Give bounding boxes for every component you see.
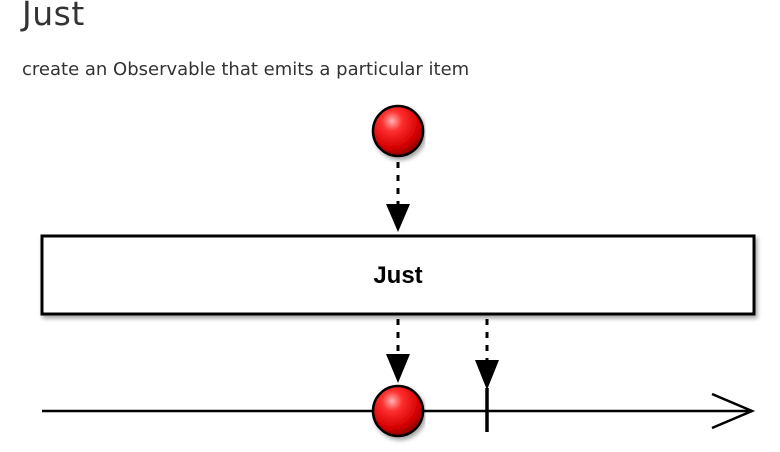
input-arrowhead xyxy=(386,204,410,232)
page-title: Just xyxy=(22,0,85,33)
input-item-marble xyxy=(371,104,425,158)
operator-box xyxy=(40,234,756,316)
output-item-marble xyxy=(371,384,425,438)
operator-label: Just xyxy=(373,262,422,289)
completion-arrowhead xyxy=(475,360,499,390)
emit-arrowhead xyxy=(386,354,410,383)
page-subtitle: create an Observable that emits a partic… xyxy=(22,59,470,80)
timeline-arrowhead xyxy=(711,392,756,430)
